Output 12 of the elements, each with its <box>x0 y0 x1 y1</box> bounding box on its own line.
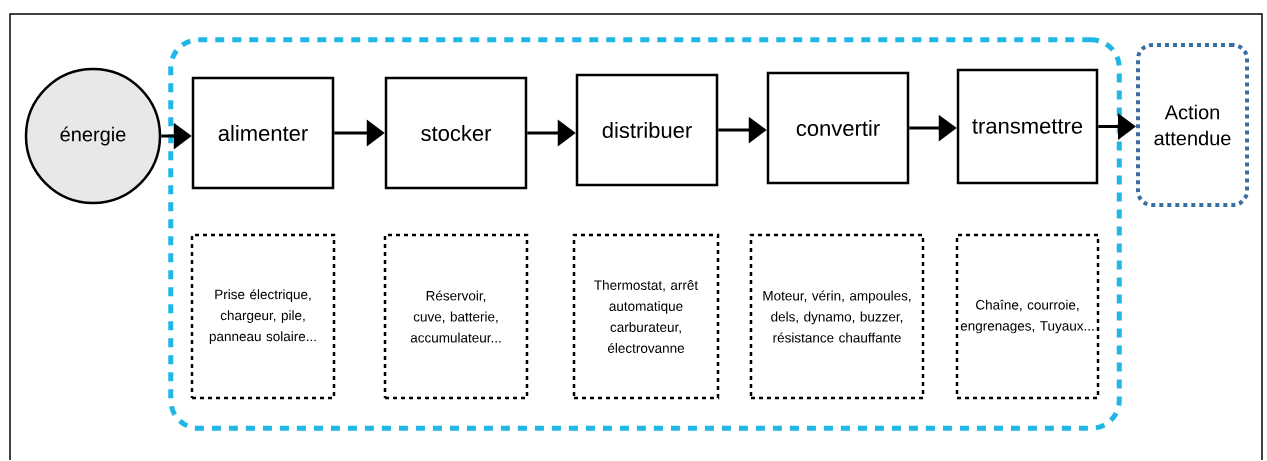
function-box: distribuer <box>575 73 719 187</box>
examples-box: Chaîne, courroie, engrenages, Tuyaux... <box>955 233 1100 400</box>
result-box: Action attendue <box>1136 43 1249 207</box>
function-box: transmettre <box>956 68 1099 185</box>
function-box: stocker <box>384 76 528 190</box>
examples-box: Réservoir, cuve, batterie, accumulateur... <box>383 233 529 400</box>
function-box: convertir <box>766 71 910 185</box>
examples-box: Prise électrique, chargeur, pile, panneau solaire... <box>190 233 336 400</box>
examples-box: Thermostat, arrêt automatique carburateur, électrovanne <box>572 233 720 400</box>
examples-box: Moteur, vérin, ampoules, dels, dynamo, buzzer, résistance chauffante <box>749 233 925 400</box>
dashed-group-frame <box>168 37 1122 431</box>
function-box: alimenter <box>191 76 335 190</box>
